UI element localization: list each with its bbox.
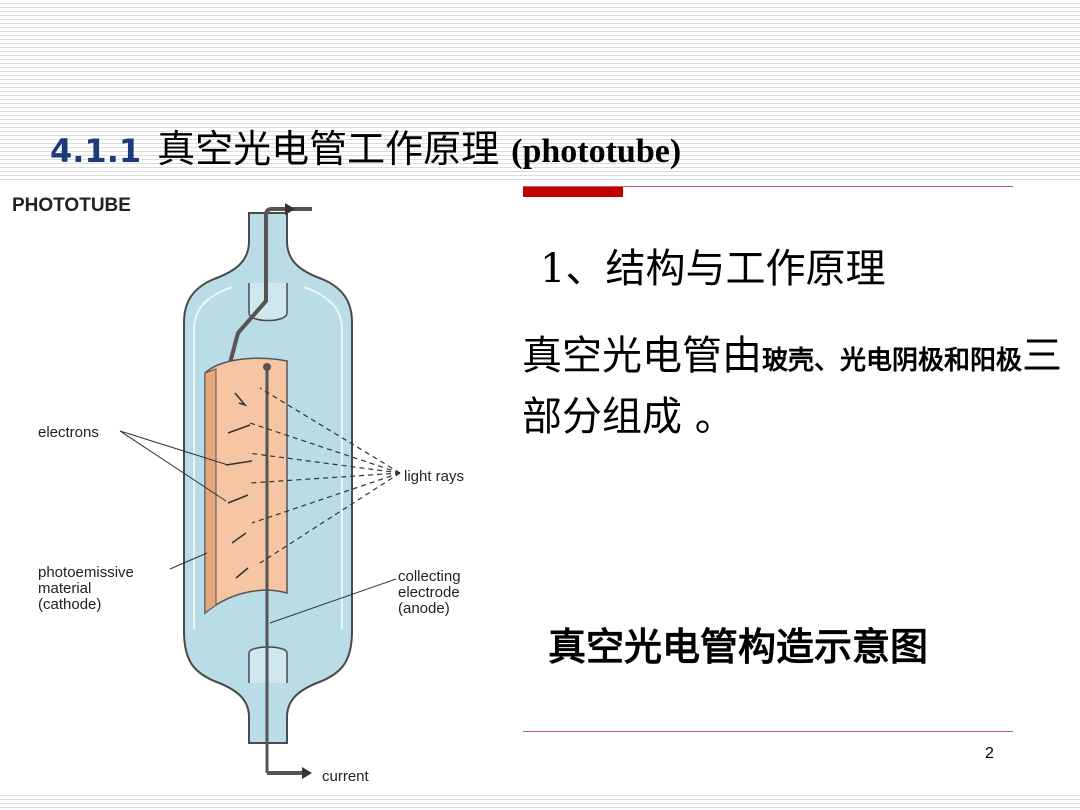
label-cathode-3: (cathode) <box>38 596 101 613</box>
glass-inner-outline <box>193 286 343 629</box>
accent-bar <box>523 187 623 197</box>
top-arrow <box>285 203 295 215</box>
electron-paths <box>225 392 253 579</box>
diagram-heading: PHOTOTUBE <box>12 195 131 216</box>
section-heading: 1、结构与工作原理 <box>540 246 886 292</box>
title-chinese: 真空光电管工作原理 <box>157 127 500 171</box>
label-anode-1: collecting <box>398 568 461 585</box>
anode-tip <box>263 363 271 371</box>
structure-paragraph: 真空光电管由玻壳、光电阴极和阳极三部分组成 。 <box>522 328 1062 445</box>
label-current: current <box>322 768 370 785</box>
figure-caption: 真空光电管构造示意图 <box>548 625 929 669</box>
label-light-rays: light rays <box>404 468 464 485</box>
phototube-diagram: PHOTOTUBE electrons <box>12 195 464 785</box>
page-number: 2 <box>985 745 994 762</box>
bottom-arrow <box>302 767 312 779</box>
paragraph-part-3: 三部分组成 。 <box>522 333 1063 440</box>
title-number: 4.1.1 <box>50 132 142 170</box>
label-anode-3: (anode) <box>398 600 450 617</box>
light-rays <box>247 387 401 564</box>
content-background <box>0 183 1080 793</box>
divider-line-top <box>523 186 1013 187</box>
annotation-lines <box>119 430 397 624</box>
divider-line-bottom <box>523 731 1013 732</box>
top-wire <box>228 207 312 364</box>
label-cathode-2: material <box>38 580 91 597</box>
label-cathode-1: photoemissive <box>38 564 134 581</box>
label-anode-2: electrode <box>398 584 460 601</box>
slide-title: 4.1.1 真空光电管工作原理 (phototube) <box>50 118 681 178</box>
label-electrons: electrons <box>38 424 99 441</box>
paragraph-part-2-bold: 玻壳、光电阴极和阳极 <box>762 346 1023 376</box>
title-english: (phototube) <box>511 133 682 170</box>
paragraph-part-1: 真空光电管由 <box>522 333 762 379</box>
